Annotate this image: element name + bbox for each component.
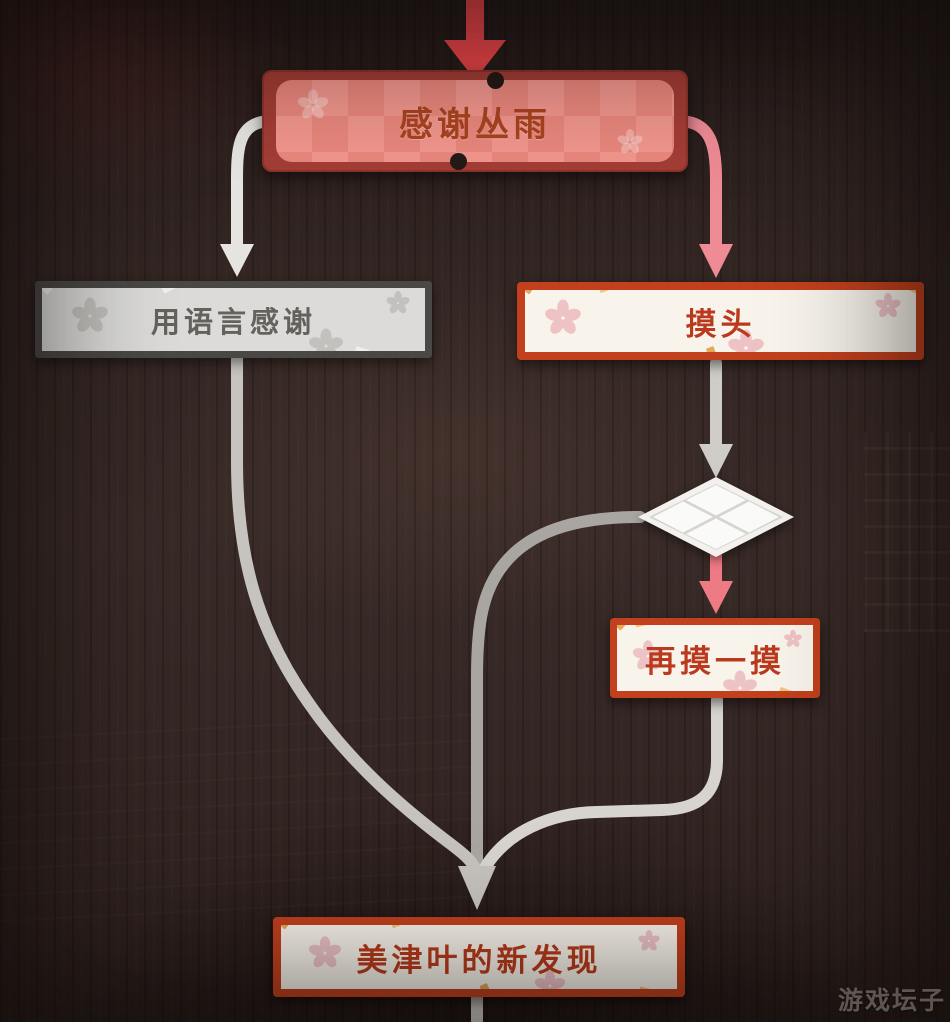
edge-start-to-pat-arrowhead xyxy=(699,244,733,278)
node-thank-murasame[interactable]: 感谢丛雨 xyxy=(262,70,688,172)
edge-patagain-to-ending xyxy=(480,694,723,872)
node-pat-head[interactable]: 摸头 xyxy=(517,282,924,360)
decorative-notch xyxy=(487,72,504,89)
node-decision-diamond[interactable] xyxy=(630,469,802,565)
node-label: 摸头 xyxy=(685,306,756,342)
node-label: 用语言感谢 xyxy=(150,306,316,339)
node-label: 美津叶的新发现 xyxy=(356,942,602,978)
edge-start-to-verbal-arrowhead xyxy=(220,244,254,277)
edge-top-to-start-arrowhead xyxy=(444,40,506,80)
node-label: 再摸一摸 xyxy=(645,643,785,679)
diamond-cell-left xyxy=(653,501,713,533)
node-verbal-thanks[interactable]: 用语言感谢 xyxy=(35,281,432,358)
node-mizuha-discovery[interactable]: 美津叶的新发现 xyxy=(273,917,685,997)
watermark: 游戏坛子 xyxy=(837,987,946,1015)
edge-verbal-to-ending xyxy=(231,352,482,876)
diamond-cell-top xyxy=(686,485,746,516)
edge-merge-arrowhead xyxy=(458,866,496,910)
background-lattice-window xyxy=(864,432,950,632)
edge-pat-to-decision-arrowhead xyxy=(699,444,733,478)
edge-decision-to-ending xyxy=(471,511,646,872)
node-label: 感谢丛雨 xyxy=(399,105,551,144)
node-pat-again[interactable]: 再摸一摸 xyxy=(610,618,820,698)
edge-start-to-pat xyxy=(672,115,722,252)
diamond-cell-right xyxy=(719,501,779,533)
node-thank-murasame-panel: 感谢丛雨 xyxy=(276,72,674,170)
decorative-notch xyxy=(450,153,467,170)
edge-decision-to-patagain-arrowhead xyxy=(699,581,733,614)
diamond-cell-bottom xyxy=(686,518,746,549)
diamond-gap xyxy=(649,484,783,550)
